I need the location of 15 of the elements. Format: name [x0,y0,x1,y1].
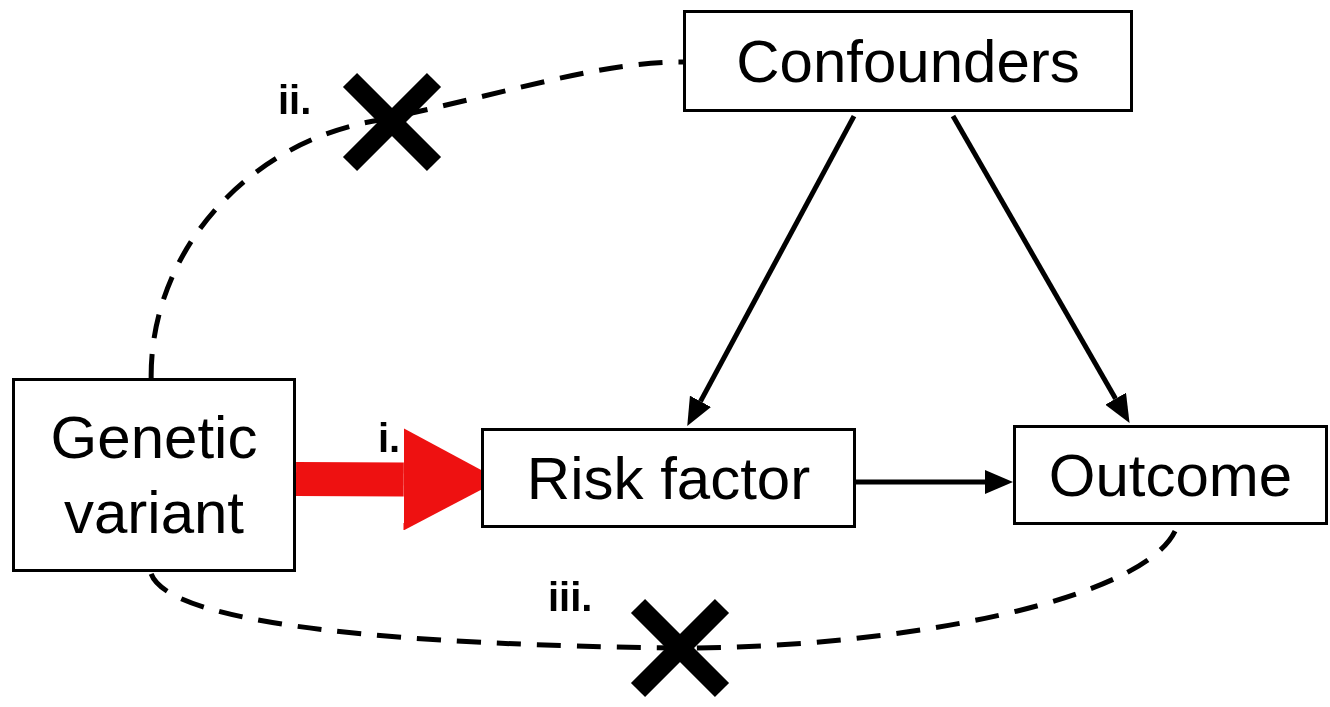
dashed-line [148,59,684,379]
node-label: Confounders [736,26,1080,97]
node-label: Outcome [1048,440,1293,511]
node-label: Risk factor [526,443,811,514]
edge-label: iii. [548,575,593,620]
node-label: Genetic variant [49,403,259,548]
arrow [687,114,857,426]
node-box [683,10,1133,112]
arrow [856,470,1013,494]
arrow [950,114,1130,423]
edge-label: i. [378,416,401,461]
node-box [1013,425,1328,525]
node-box [12,378,296,572]
node-box [481,428,856,528]
edge-label: ii. [278,78,312,123]
